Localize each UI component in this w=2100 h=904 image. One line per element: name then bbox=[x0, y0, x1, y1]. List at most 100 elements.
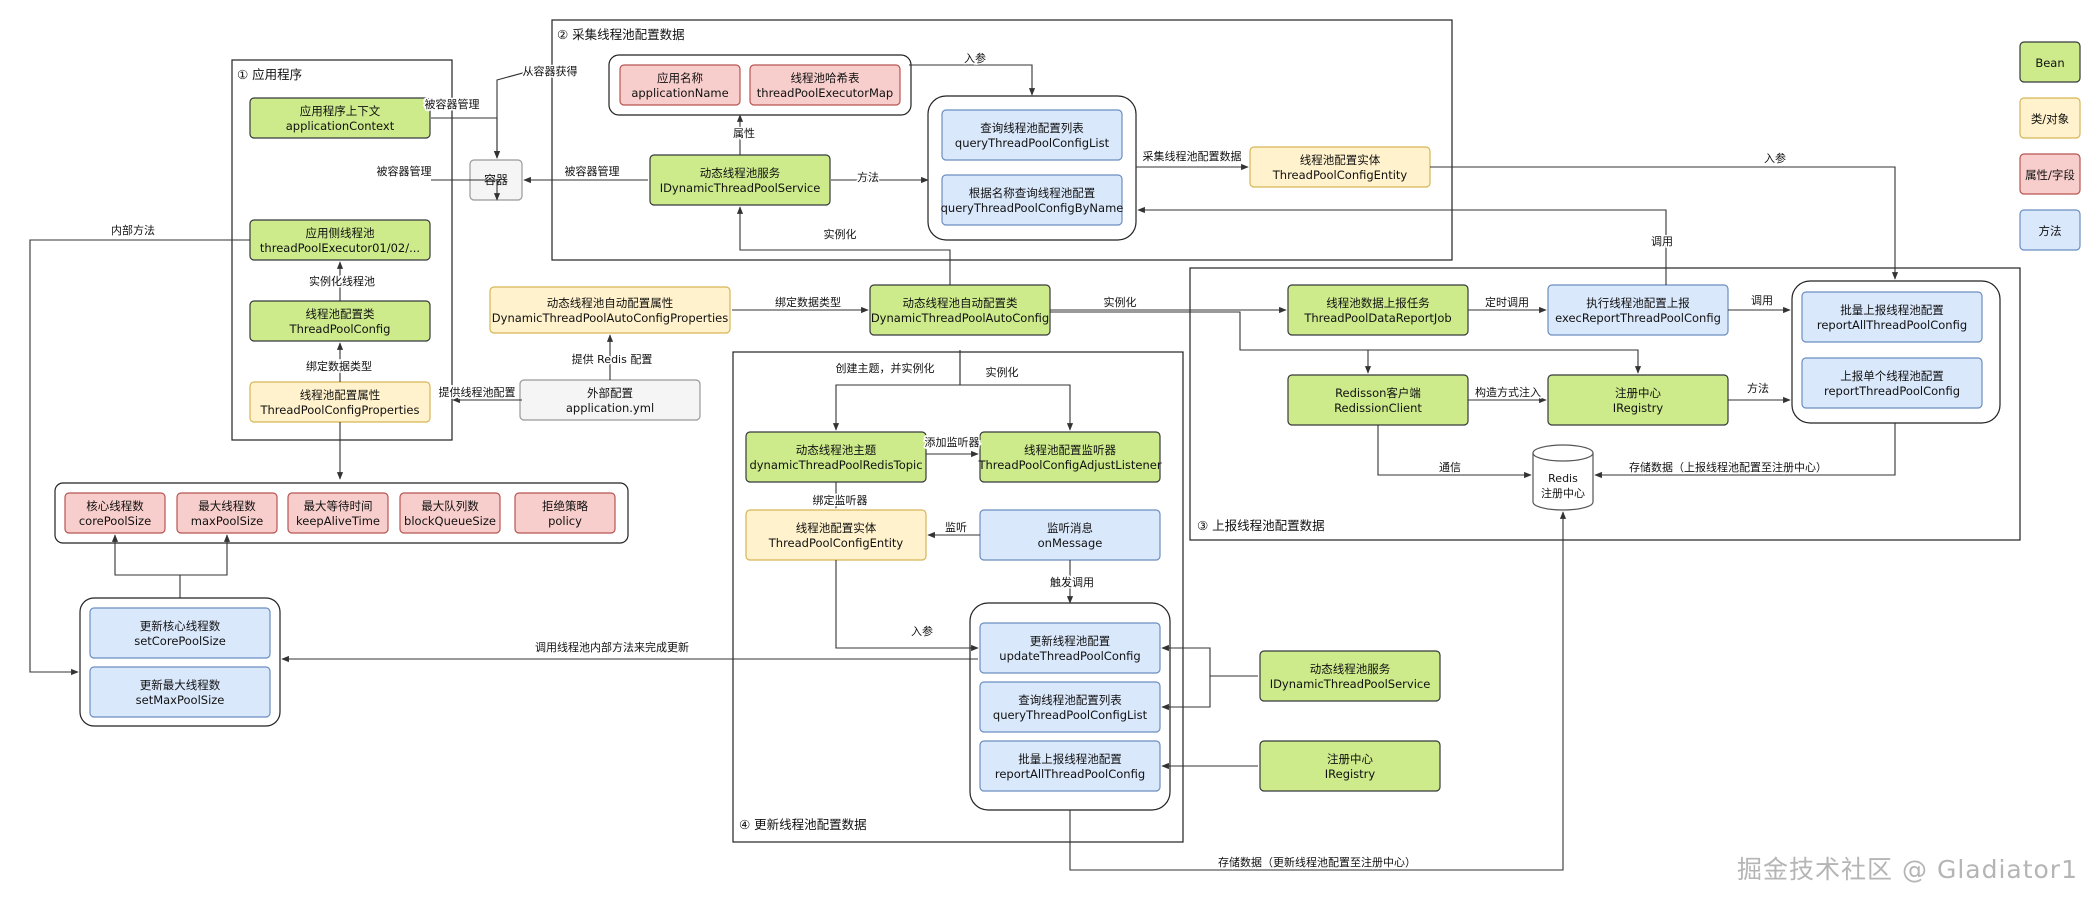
edge-9 bbox=[736, 206, 951, 285]
node-dynSvc2-id: IDynamicThreadPoolService bbox=[1270, 677, 1431, 691]
section-application: ① 应用程序 bbox=[231, 59, 453, 441]
edge-label-param2: 入参 bbox=[1764, 151, 1786, 165]
node-keep-id: keepAliveTime bbox=[296, 514, 380, 528]
legend-swatch-1 bbox=[2019, 97, 2081, 139]
node-tpConfigProps-id: ThreadPoolConfigProperties bbox=[259, 403, 419, 417]
collect-methods-group bbox=[927, 95, 1137, 241]
edge-8 bbox=[1430, 166, 1899, 280]
edge-label-instantiate1: 实例化 bbox=[824, 227, 857, 241]
node-appName-title: 应用名称 bbox=[657, 71, 703, 85]
edge-3 bbox=[431, 179, 501, 201]
edge-label-byContainer3: 被容器管理 bbox=[377, 164, 432, 178]
legend-item-3: 方法 bbox=[2039, 224, 2062, 238]
node-autoConfig-id: DynamicThreadPoolAutoConfig bbox=[871, 311, 1049, 325]
node-tpConfig-title: 线程池配置类 bbox=[306, 307, 375, 321]
node-reportOne-id: reportThreadPoolConfig bbox=[1824, 384, 1960, 398]
edge-label-timedCall: 定时调用 bbox=[1485, 295, 1529, 309]
node-keep-title: 最大等待时间 bbox=[304, 499, 373, 513]
edge-label-method2: 方法 bbox=[1747, 381, 1769, 395]
node-update-box bbox=[979, 622, 1161, 674]
node-max-id: maxPoolSize bbox=[191, 514, 263, 528]
node-appCtx-box bbox=[249, 97, 431, 139]
edge-label-method1: 方法 bbox=[857, 170, 879, 184]
props-group bbox=[54, 482, 629, 544]
edge-label-bindListener: 绑定监听器 bbox=[813, 493, 868, 507]
node-keep-box bbox=[287, 492, 389, 534]
edge-label-fromContainer: 从容器获得 bbox=[523, 64, 578, 78]
edge-11 bbox=[29, 239, 250, 676]
section-report: ③ 上报线程池配置数据 bbox=[1189, 267, 2021, 541]
node-queue-id: blockQueueSize bbox=[404, 514, 496, 528]
node-queryList2-title: 查询线程池配置列表 bbox=[1018, 693, 1122, 707]
node-registry-title: 注册中心 bbox=[1615, 386, 1661, 400]
edge-label-provideCfg: 提供线程池配置 bbox=[439, 385, 516, 399]
node-queryList2-id: queryThreadPoolConfigList bbox=[993, 708, 1148, 722]
node-dynSvc-id: IDynamicThreadPoolService bbox=[660, 181, 821, 195]
node-redisClient-box bbox=[1287, 374, 1469, 426]
node-cfgEntity-title: 线程池配置实体 bbox=[1300, 153, 1381, 167]
edge-label-callInner: 调用线程池内部方法来完成更新 bbox=[535, 640, 689, 654]
edge-label-createTopic: 创建主题，并实例化 bbox=[836, 361, 935, 375]
redis-cylinder-body bbox=[1532, 453, 1594, 511]
edge-label-buildInject: 构造方式注入 bbox=[1475, 385, 1541, 399]
node-queryList-title: 查询线程池配置列表 bbox=[980, 121, 1084, 135]
redis-cylinder-top bbox=[1532, 444, 1594, 462]
node-registry-box bbox=[1547, 374, 1729, 426]
node-reportAll2-box bbox=[979, 740, 1161, 792]
node-cfgEntity2-id: ThreadPoolConfigEntity bbox=[768, 536, 904, 550]
node-setCore-id: setCorePoolSize bbox=[134, 634, 226, 648]
pool-fields-group-border bbox=[608, 54, 912, 116]
node-autoConfig-title: 动态线程池自动配置类 bbox=[903, 296, 1018, 310]
redis-subtitle: 注册中心 bbox=[1541, 486, 1585, 500]
edge-26 bbox=[1594, 423, 1896, 479]
node-core-box bbox=[64, 492, 166, 534]
section-report-border bbox=[1189, 267, 2021, 541]
node-tpConfig-id: ThreadPoolConfig bbox=[289, 322, 391, 336]
edge-38 bbox=[1069, 511, 1567, 871]
node-queryByName-id: queryThreadPoolConfigByName bbox=[941, 201, 1124, 215]
pool-fields-group bbox=[608, 54, 912, 116]
node-cfgEntity2-title: 线程池配置实体 bbox=[796, 521, 877, 535]
node-queryByName-box bbox=[941, 174, 1123, 226]
edge-label-attr: 属性 bbox=[733, 126, 755, 140]
node-registry-id: IRegistry bbox=[1613, 401, 1664, 415]
node-dynSvc-title: 动态线程池服务 bbox=[700, 166, 781, 180]
section-collect: ② 采集线程池配置数据 bbox=[551, 19, 1453, 261]
node-policy-id: policy bbox=[548, 514, 582, 528]
edge-label-comm: 通信 bbox=[1439, 461, 1461, 474]
edge-label-listen: 监听 bbox=[945, 521, 967, 534]
edge-label-trigger: 触发调用 bbox=[1050, 575, 1094, 589]
node-topic-id: dynamicThreadPoolRedisTopic bbox=[749, 458, 922, 472]
props-group-border bbox=[54, 482, 629, 544]
legend-swatch-0 bbox=[2019, 41, 2081, 83]
node-appExec: 应用侧线程池threadPoolExecutor01/02/... bbox=[249, 219, 431, 261]
node-appName-id: applicationName bbox=[631, 86, 728, 100]
node-job-title: 线程池数据上报任务 bbox=[1326, 296, 1430, 310]
edge-label-provideRedis: 提供 Redis 配置 bbox=[572, 352, 653, 366]
node-cfgEntity2-box bbox=[745, 509, 927, 561]
node-topic-box bbox=[745, 431, 927, 483]
edge-label-param3: 入参 bbox=[911, 624, 933, 638]
section-update-title: ④ 更新线程池配置数据 bbox=[739, 817, 867, 832]
edge-label-instantiate3: 实例化 bbox=[986, 365, 1019, 379]
edge-1 bbox=[493, 64, 553, 159]
edge-label-param1: 入参 bbox=[964, 51, 986, 65]
node-execReport-box bbox=[1547, 284, 1729, 336]
edge-label-storeUpdate: 存储数据（更新线程池配置至注册中心） bbox=[1218, 855, 1416, 869]
node-core-id: corePoolSize bbox=[79, 514, 151, 528]
